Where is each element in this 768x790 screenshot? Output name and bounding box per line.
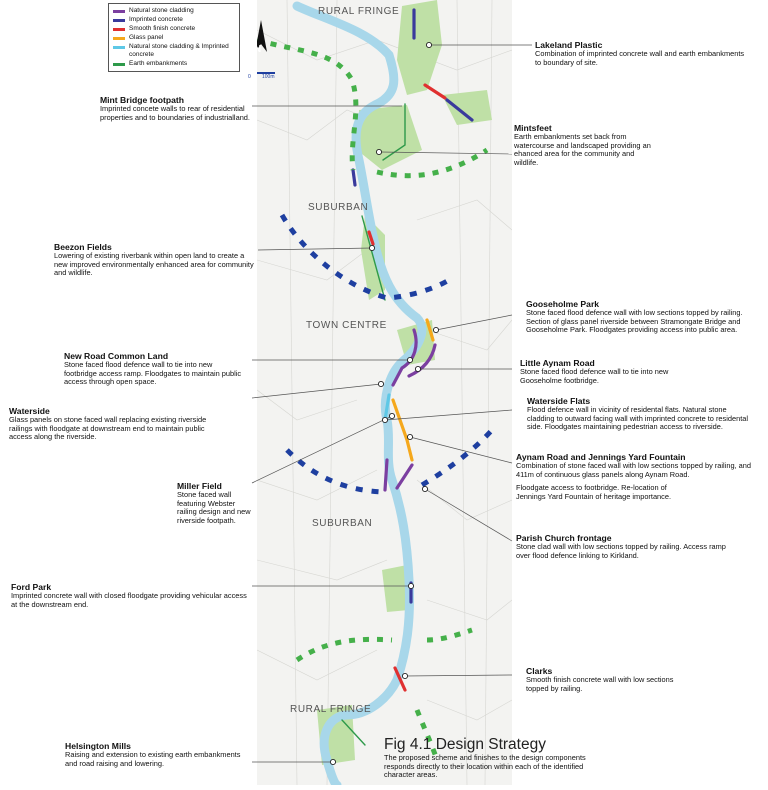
legend-swatch <box>113 9 125 13</box>
legend-swatch <box>113 27 125 31</box>
annotation-waterside: Waterside Glass panels on stone faced wa… <box>9 406 229 442</box>
char-label-rural-fringe-top: RURAL FRINGE <box>318 6 400 17</box>
legend-label: Natural stone cladding <box>129 7 194 14</box>
annotation-text: Glass panels on stone faced wall replaci… <box>9 415 207 442</box>
annotation-parish-church-frontage: Parish Church frontage Stone clad wall w… <box>516 533 726 560</box>
legend-swatch <box>113 18 125 22</box>
map-panel <box>257 0 512 785</box>
annotation-clarks: Clarks Smooth finish concrete wall with … <box>526 666 686 693</box>
annotation-lakeland-plastic: Lakeland Plastic Combination of imprinte… <box>535 40 745 67</box>
annotation-text: Stone faced flood defence wall with low … <box>526 308 743 335</box>
annotation-title: Ford Park <box>11 582 52 592</box>
figure-description: The proposed scheme and finishes to the … <box>384 753 586 780</box>
scale-zero: 0 <box>248 74 251 80</box>
legend-item: Smooth finish concrete <box>113 25 235 33</box>
river-kent <box>292 1 427 785</box>
annotation-title: Lakeland Plastic <box>535 40 603 50</box>
annotation-title: Mintsfeet <box>514 123 552 133</box>
annotation-helsington-mills: Helsington Mills Raising and extension t… <box>65 741 245 768</box>
annotation-title: Gooseholme Park <box>526 299 600 309</box>
annotation-title: New Road Common Land <box>64 351 169 361</box>
annotation-title: Beezon Fields <box>54 242 112 252</box>
legend-label: Natural stone cladding & Imprinted concr… <box>129 43 229 58</box>
legend-item: Glass panel <box>113 34 235 42</box>
legend-label: Smooth finish concrete <box>129 25 196 32</box>
annotation-text: Imprinted concrete wall with closed floo… <box>11 591 247 609</box>
north-arrow-icon <box>257 20 267 52</box>
legend-item: Natural stone cladding <box>113 7 235 15</box>
annotation-text: Lowering of existing riverbank within op… <box>54 251 254 278</box>
legend-label: Glass panel <box>129 34 164 41</box>
annotation-gooseholme-park: Gooseholme Park Stone faced flood defenc… <box>526 299 761 335</box>
annotation-title: Waterside <box>9 406 50 416</box>
annotation-title: Helsington Mills <box>65 741 131 751</box>
legend-label: Imprinted concrete <box>129 16 183 23</box>
annotation-title: Waterside Flats <box>527 396 591 406</box>
annotation-beezon-fields: Beezon Fields Lowering of existing river… <box>54 242 254 278</box>
legend-item: Earth embankments <box>113 60 235 68</box>
annotation-text: Stone faced wall featuring Webster raili… <box>177 490 251 525</box>
annotation-title: Parish Church frontage <box>516 533 612 543</box>
annotation-aynam-road: Aynam Road and Jennings Yard Fountain Co… <box>516 452 761 501</box>
annotation-text: Stone clad wall with low sections topped… <box>516 542 726 560</box>
annotation-text: Earth embankments set back from watercou… <box>514 132 651 167</box>
figure-title: Fig 4.1 Design Strategy <box>384 736 546 753</box>
annotation-text: Stone faced flood defence wall to tie in… <box>64 360 242 387</box>
annotation-text: Smooth finish concrete wall with low sec… <box>526 675 674 693</box>
annotation-text: Combination of stone faced wall with low… <box>516 461 751 479</box>
legend-item: Natural stone cladding & Imprinted concr… <box>113 43 235 59</box>
annotation-ford-park: Ford Park Imprinted concrete wall with c… <box>11 582 251 609</box>
annotation-miller-field: Miller Field Stone faced wall featuring … <box>177 481 251 525</box>
annotation-title: Mint Bridge footpath <box>100 95 185 105</box>
annotation-title: Miller Field <box>177 481 222 491</box>
map-legend: Natural stone cladding Imprinted concret… <box>108 3 240 72</box>
annotation-title: Aynam Road and Jennings Yard Fountain <box>516 452 686 462</box>
char-label-suburban-top: SUBURBAN <box>308 202 369 213</box>
annotation-text-secondary: Floodgate access to footbridge. Re-locat… <box>516 483 672 501</box>
legend-swatch <box>113 62 125 66</box>
legend-swatch <box>113 45 125 49</box>
scale-bar-graphic <box>257 72 275 74</box>
annotation-mintsfeet: Mintsfeet Earth embankments set back fro… <box>514 123 654 167</box>
scale-max: 100m <box>262 74 275 80</box>
north-label: N <box>254 44 262 55</box>
annotation-title: Clarks <box>526 666 553 676</box>
annotation-title: Little Aynam Road <box>520 358 595 368</box>
legend-label: Earth embankments <box>129 60 188 67</box>
annotation-waterside-flats: Waterside Flats Flood defence wall in vi… <box>527 396 752 432</box>
annotation-little-aynam-road: Little Aynam Road Stone faced flood defe… <box>520 358 670 385</box>
char-label-suburban-bottom: SUBURBAN <box>312 518 373 529</box>
annotation-text: Raising and extension to existing earth … <box>65 750 241 768</box>
char-label-rural-fringe-bottom: RURAL FRINGE <box>290 704 372 715</box>
annotation-text: Combination of imprinted concrete wall a… <box>535 49 745 67</box>
annotation-text: Stone faced flood defence wall to tie in… <box>520 367 669 385</box>
annotation-new-road-common-land: New Road Common Land Stone faced flood d… <box>64 351 244 387</box>
map-graphic <box>257 0 512 785</box>
char-label-town-centre: TOWN CENTRE <box>306 320 387 331</box>
annotation-text: Imprinted concete walls to rear of resid… <box>100 104 250 122</box>
annotation-mint-bridge-footpath: Mint Bridge footpath Imprinted concete w… <box>100 95 250 122</box>
annotation-text: Flood defence wall in vicinity of reside… <box>527 405 749 432</box>
legend-item: Imprinted concrete <box>113 16 235 24</box>
legend-swatch <box>113 36 125 40</box>
